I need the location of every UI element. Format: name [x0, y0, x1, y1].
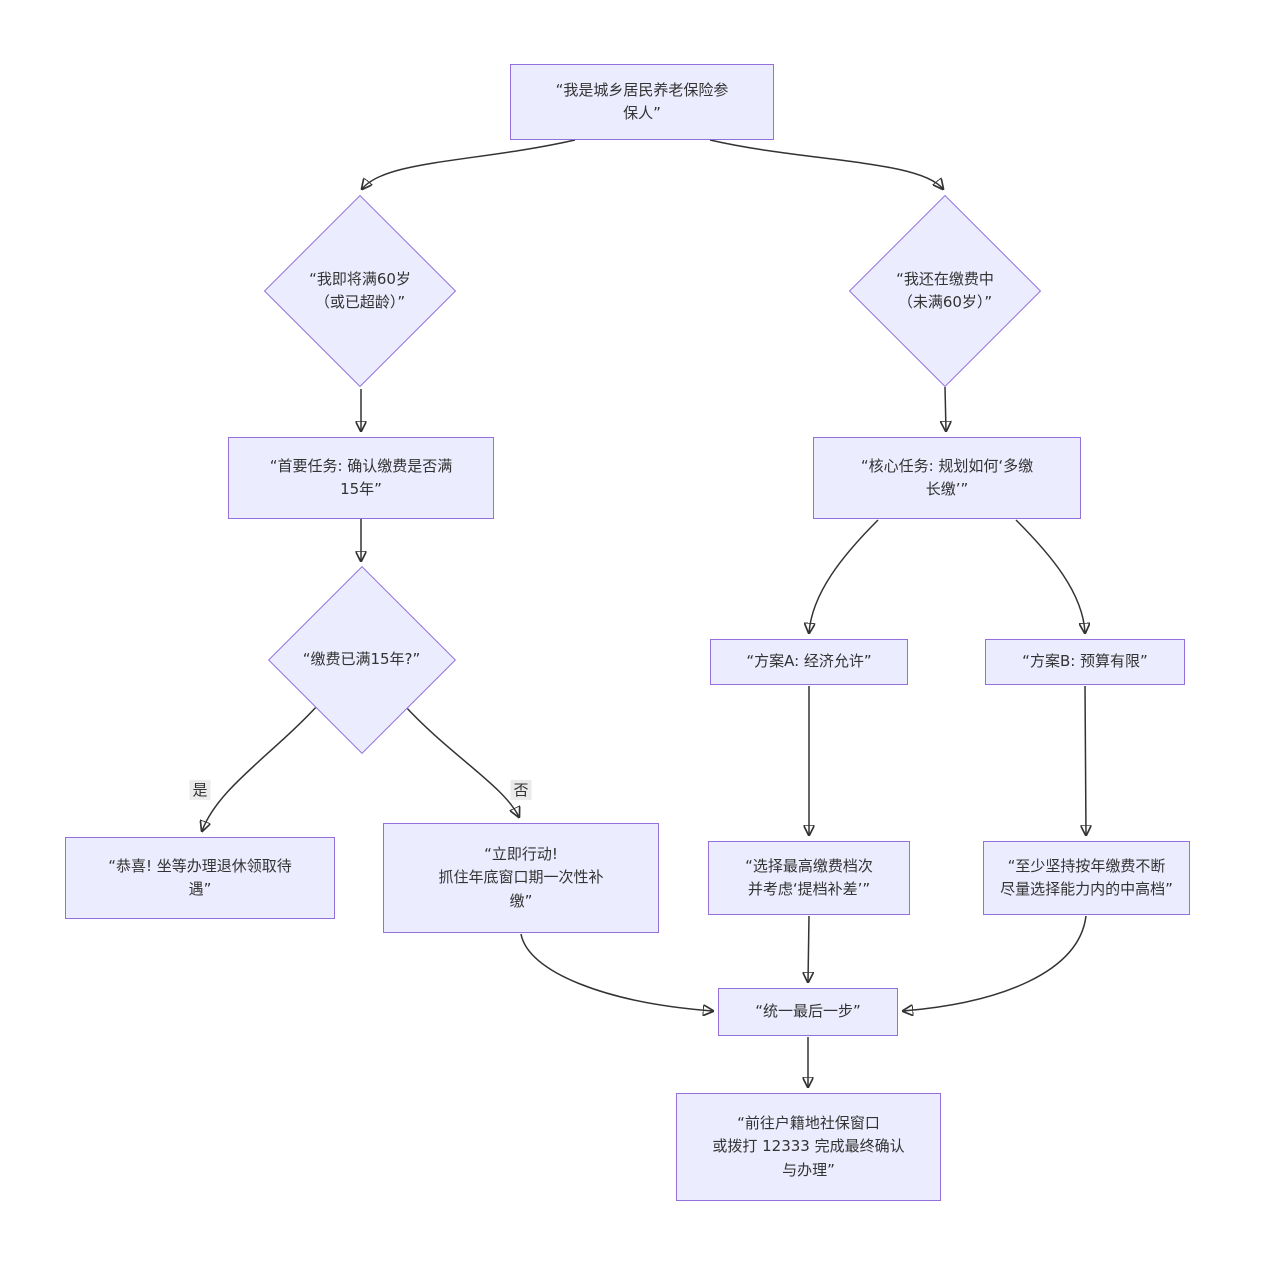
- edge-root-right-decision: [709, 139, 943, 189]
- edge-q15-congrats: [202, 704, 319, 831]
- node-final-action: “前往户籍地社保窗口 或拨打 12333 完成最终确认 与办理”: [676, 1093, 941, 1201]
- node-core-task: “核心任务: 规划如何‘多缴 长缴’”: [813, 437, 1081, 519]
- edge-q15-act-now: [403, 704, 519, 817]
- node-q15: “缴费已满15年?”: [267, 565, 456, 755]
- edge-act-now-final-step: [520, 933, 713, 1011]
- diamond-label: “我即将满60岁 （或已超龄）”: [309, 269, 411, 311]
- node-left-decision: “我即将满60岁 （或已超龄）”: [263, 194, 457, 388]
- node-final-step: “统一最后一步”: [718, 988, 898, 1036]
- edge-label-yes: 是: [189, 779, 211, 801]
- diamond-label: “缴费已满15年?”: [302, 650, 421, 669]
- node-plan-a: “方案A: 经济允许”: [710, 639, 908, 685]
- edge-keep-paying-final-step: [903, 915, 1087, 1011]
- edge-max-tier-final-step: [808, 915, 809, 982]
- edge-core-task-plan-b: [1015, 519, 1085, 633]
- edge-core-task-plan-a: [809, 519, 879, 633]
- node-act-now: “立即行动! 抓住年底窗口期一次性补 缴”: [383, 823, 659, 933]
- diamond-label: “我还在缴费中 （未满60岁）”: [896, 269, 994, 311]
- node-max-tier: “选择最高缴费档次 并考虑‘提档补差’”: [708, 841, 910, 915]
- edge-label-no: 否: [510, 779, 532, 801]
- node-right-decision: “我还在缴费中 （未满60岁）”: [848, 194, 1042, 388]
- node-keep-paying: “至少坚持按年缴费不断 尽量选择能力内的中高档”: [983, 841, 1190, 915]
- edge-right-decision-core-task: [945, 386, 946, 431]
- edge-plan-b-keep-paying: [1085, 685, 1086, 835]
- edge-root-left-decision: [362, 139, 576, 189]
- node-root: “我是城乡居民养老保险参 保人”: [510, 64, 774, 140]
- node-congrats: “恭喜! 坐等办理退休领取待 遇”: [65, 837, 335, 919]
- node-primary-task: “首要任务: 确认缴费是否满 15年”: [228, 437, 494, 519]
- node-plan-b: “方案B: 预算有限”: [985, 639, 1185, 685]
